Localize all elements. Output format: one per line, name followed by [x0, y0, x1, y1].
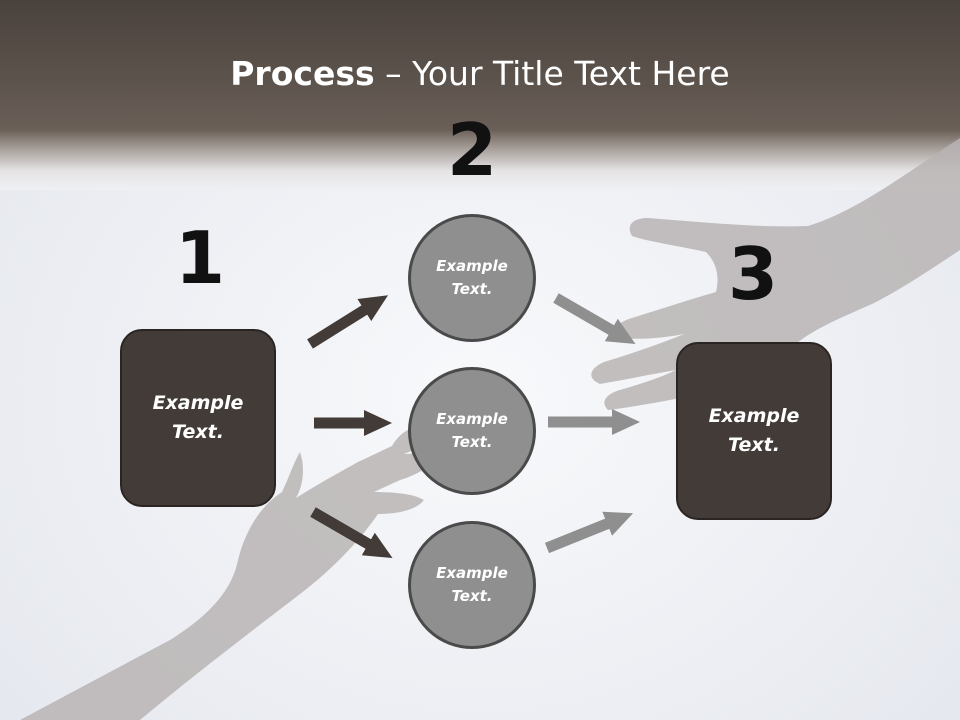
header-band	[0, 0, 960, 190]
arrow-1-to-2-bottom	[310, 507, 393, 559]
arrow-2-to-3-top	[553, 293, 636, 345]
title-rest: – Your Title Text Here	[374, 54, 730, 93]
arrow-2-to-3-bottom	[544, 511, 634, 554]
step-3-number: 3	[727, 232, 779, 316]
step-1-box: Example Text.	[120, 329, 276, 507]
step-2-circle-bottom-text: Example Text.	[436, 564, 508, 605]
step-1-text: Example Text.	[152, 392, 244, 443]
step-2-circle-top-text: Example Text.	[436, 257, 508, 298]
upper-hand-silhouette	[591, 138, 960, 410]
step-3-box: Example Text.	[676, 342, 832, 520]
step-2-circle-top: Example Text.	[408, 214, 536, 342]
step-3-text: Example Text.	[708, 405, 800, 456]
title-bold: Process	[230, 54, 375, 93]
slide-title: Process – Your Title Text Here	[0, 52, 960, 96]
step-2-circle-middle-text: Example Text.	[436, 410, 508, 451]
step-2-number: 2	[446, 108, 498, 192]
step-2-circle-bottom: Example Text.	[408, 521, 536, 649]
step-2-circle-middle: Example Text.	[408, 367, 536, 495]
step-1-number: 1	[174, 216, 226, 300]
lower-hand-silhouette	[20, 424, 442, 720]
arrow-1-to-2-top	[307, 295, 389, 349]
